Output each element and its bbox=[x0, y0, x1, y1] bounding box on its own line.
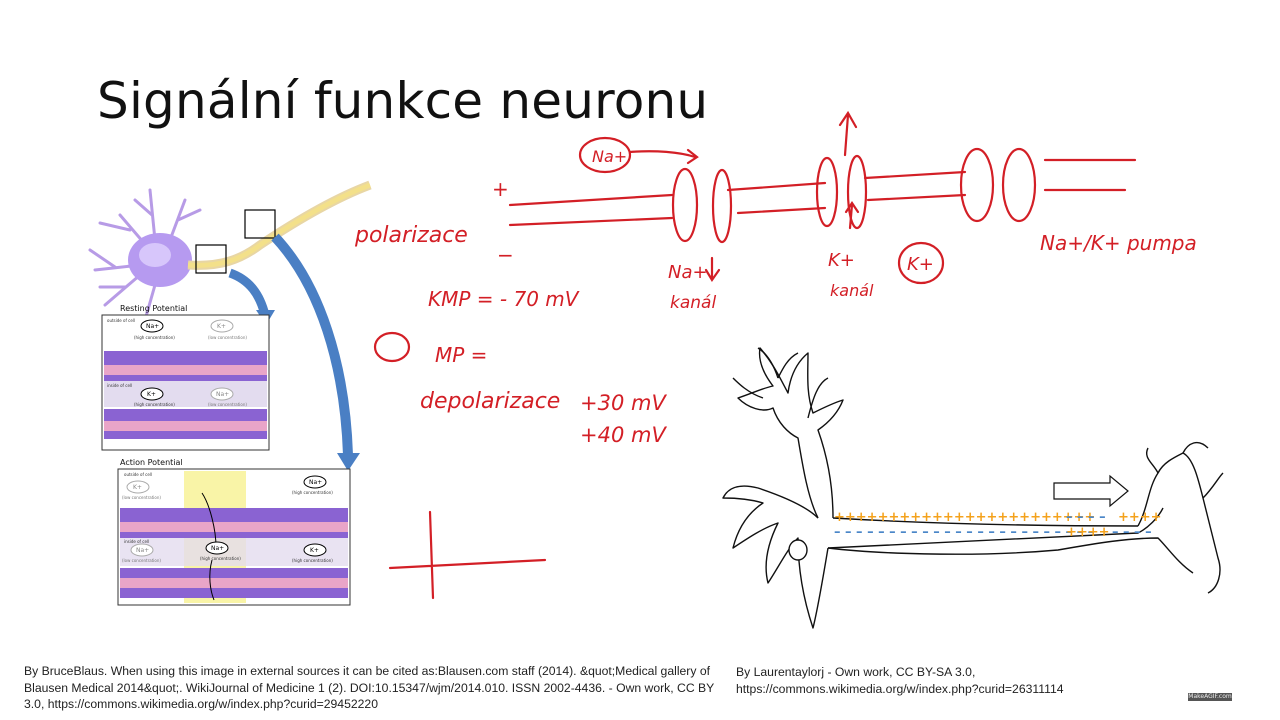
action-na-label: Na+ bbox=[309, 479, 322, 486]
action-label: Action Potential bbox=[120, 458, 183, 467]
action-outside-label: outside of cell bbox=[124, 472, 152, 477]
polarizace-label: polarizace bbox=[354, 223, 468, 248]
signal-direction-arrow bbox=[1053, 474, 1129, 508]
na-kanal-top: Na+ bbox=[668, 262, 708, 283]
zoom-arrow-action bbox=[271, 233, 353, 456]
k-channel-right bbox=[846, 154, 868, 230]
action-k-inside-label: K+ bbox=[310, 547, 319, 554]
action-na-entry-conc: (high concentration) bbox=[200, 556, 241, 561]
plus-30-label: +30 mV bbox=[580, 391, 667, 415]
depolarizace-label: depolarizace bbox=[420, 389, 560, 414]
resting-k-label: K+ bbox=[217, 323, 226, 330]
action-panel bbox=[117, 468, 351, 606]
svg-text:++++++++++++++++++++++++: ++++++++++++++++++++++++ bbox=[834, 510, 1095, 525]
na-kanal-bottom: kanál bbox=[670, 293, 716, 313]
resting-panel bbox=[101, 314, 270, 451]
axon-charges: ++++++++++++++++++++++++ – – – – ++++ – … bbox=[834, 510, 1162, 540]
svg-text:– – – –: – – – – bbox=[1066, 510, 1106, 525]
k-channel-left bbox=[815, 156, 839, 228]
kmp-label: KMP = - 70 mV bbox=[428, 287, 580, 311]
pump-right bbox=[1001, 147, 1037, 223]
na-channel-right bbox=[711, 168, 733, 244]
resting-k-conc: (low concentration) bbox=[208, 335, 247, 340]
resting-k-inside-label: K+ bbox=[147, 391, 156, 398]
k-kanal-top: K+ bbox=[828, 250, 855, 271]
pump-label: Na+/K+ pumpa bbox=[1040, 231, 1197, 255]
svg-text:– – – –: – – – – bbox=[1112, 525, 1152, 540]
na-ion-label: Na+ bbox=[592, 147, 627, 166]
svg-text:– – – – – – – – – – – – – – –: – – – – – – – – – – – – – – – – – – – – … bbox=[834, 525, 1094, 540]
na-channel-left bbox=[671, 167, 699, 243]
zero-circle bbox=[373, 331, 411, 363]
makeagif-watermark: MakeAGIF.com bbox=[1188, 693, 1232, 701]
resting-label: Resting Potential bbox=[120, 304, 187, 313]
action-k-label: K+ bbox=[133, 484, 142, 491]
neuron-cell-icon bbox=[88, 180, 372, 322]
svg-text:++++: ++++ bbox=[1118, 510, 1162, 525]
resting-na-inside-label: Na+ bbox=[216, 391, 229, 398]
resting-na-conc: (high concentration) bbox=[134, 335, 175, 340]
credit-left: By BruceBlaus. When using this image in … bbox=[24, 664, 715, 711]
k-ion-label: K+ bbox=[907, 254, 934, 275]
na-ion-circle bbox=[578, 136, 632, 174]
credit-right: By Laurentaylorj - Own work, CC BY-SA 3.… bbox=[736, 665, 1064, 696]
action-k-inside-conc: (high concentration) bbox=[292, 558, 333, 563]
mp-label: MP = bbox=[435, 343, 487, 367]
pump-left bbox=[959, 147, 995, 223]
plus-40-label: +40 mV bbox=[580, 423, 667, 447]
action-na-conc: (high concentration) bbox=[292, 490, 333, 495]
action-na-inside-label: Na+ bbox=[136, 547, 149, 554]
neuron-membrane-illustration: Resting Potential outside of cell Na+ K+… bbox=[88, 180, 372, 606]
resting-inside-label: inside of cell bbox=[107, 383, 132, 388]
svg-text:++++: ++++ bbox=[1066, 525, 1110, 540]
plus-sign: + bbox=[492, 177, 509, 201]
neuron-outline-illustration: ++++++++++++++++++++++++ – – – – ++++ – … bbox=[722, 347, 1224, 629]
resting-na-inside-conc: (low concentration) bbox=[208, 402, 247, 407]
resting-k-inside-conc: (high concentration) bbox=[134, 402, 175, 407]
action-inside-label: inside of cell bbox=[124, 539, 149, 544]
minus-sign: − bbox=[497, 243, 514, 267]
resting-na-label: Na+ bbox=[146, 323, 159, 330]
k-ion-circle bbox=[897, 241, 945, 285]
action-na-entry-label: Na+ bbox=[211, 545, 224, 552]
action-k-conc: (low concentration) bbox=[122, 495, 161, 500]
k-kanal-bottom: kanál bbox=[830, 281, 874, 300]
action-na-inside-conc: (low concentration) bbox=[122, 558, 161, 563]
resting-outside-label: outside of cell bbox=[107, 318, 135, 323]
slide-title: Signální funkce neuronu bbox=[97, 72, 709, 130]
